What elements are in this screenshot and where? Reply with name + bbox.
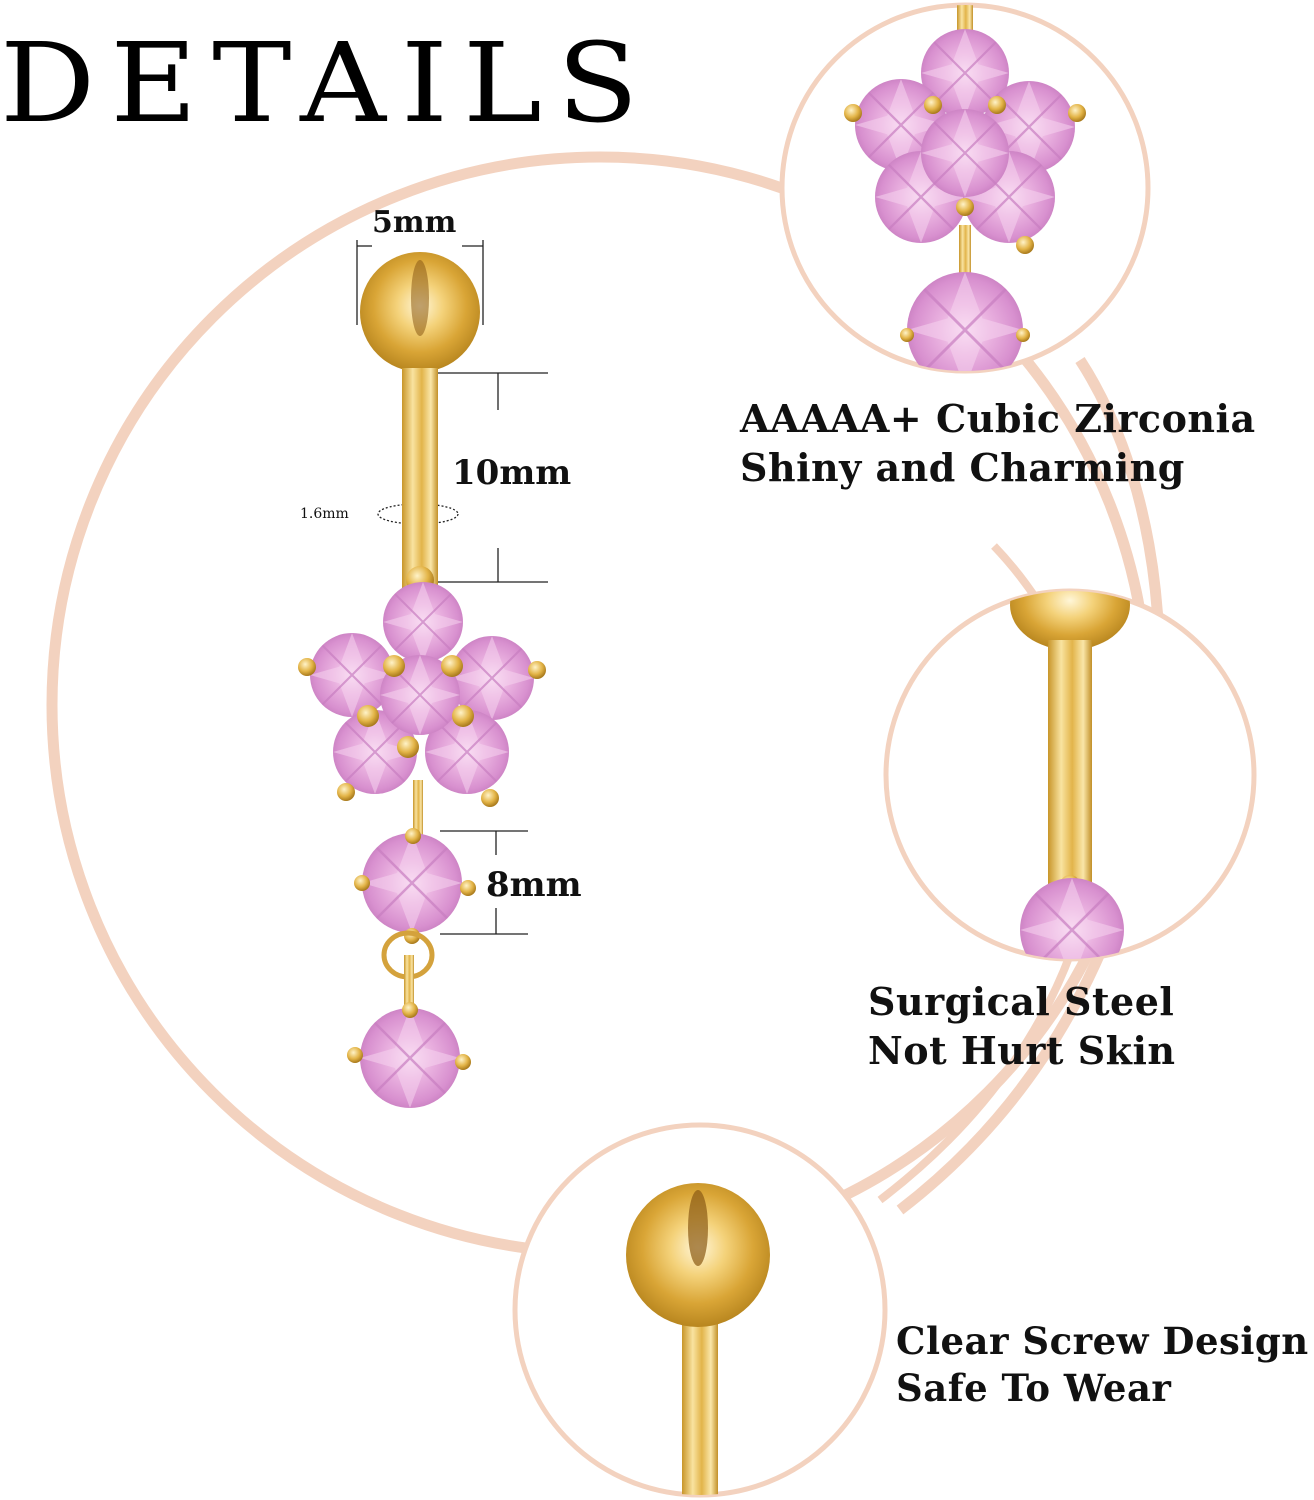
feature-zirconia: AAAAA+ Cubic Zirconia Shiny and Charming xyxy=(740,395,1256,492)
feature-zirconia-line1: AAAAA+ Cubic Zirconia xyxy=(740,396,1256,441)
bar-length-label: 10mm xyxy=(452,453,572,493)
detail-circle-bar xyxy=(883,588,1257,962)
bar-gauge-label: 1.6mm xyxy=(300,506,349,522)
dangle-gem-label: 8mm xyxy=(486,865,582,905)
product-belly-ring xyxy=(298,240,548,1110)
feature-steel-line2: Not Hurt Skin xyxy=(868,1027,1176,1073)
feature-zirconia-line2: Shiny and Charming xyxy=(740,444,1185,490)
feature-screw: Clear Screw Design Safe To Wear xyxy=(896,1318,1309,1413)
feature-steel-line1: Surgical Steel xyxy=(868,979,1175,1024)
feature-screw-line1: Clear Screw Design xyxy=(896,1319,1309,1363)
ball-width-label: 5mm xyxy=(372,205,457,240)
detail-circle-flower xyxy=(779,2,1151,374)
page-title: DETAILS xyxy=(0,19,654,147)
feature-steel: Surgical Steel Not Hurt Skin xyxy=(868,978,1176,1075)
feature-screw-line2: Safe To Wear xyxy=(896,1366,1172,1411)
detail-circle-ball xyxy=(512,1122,888,1498)
